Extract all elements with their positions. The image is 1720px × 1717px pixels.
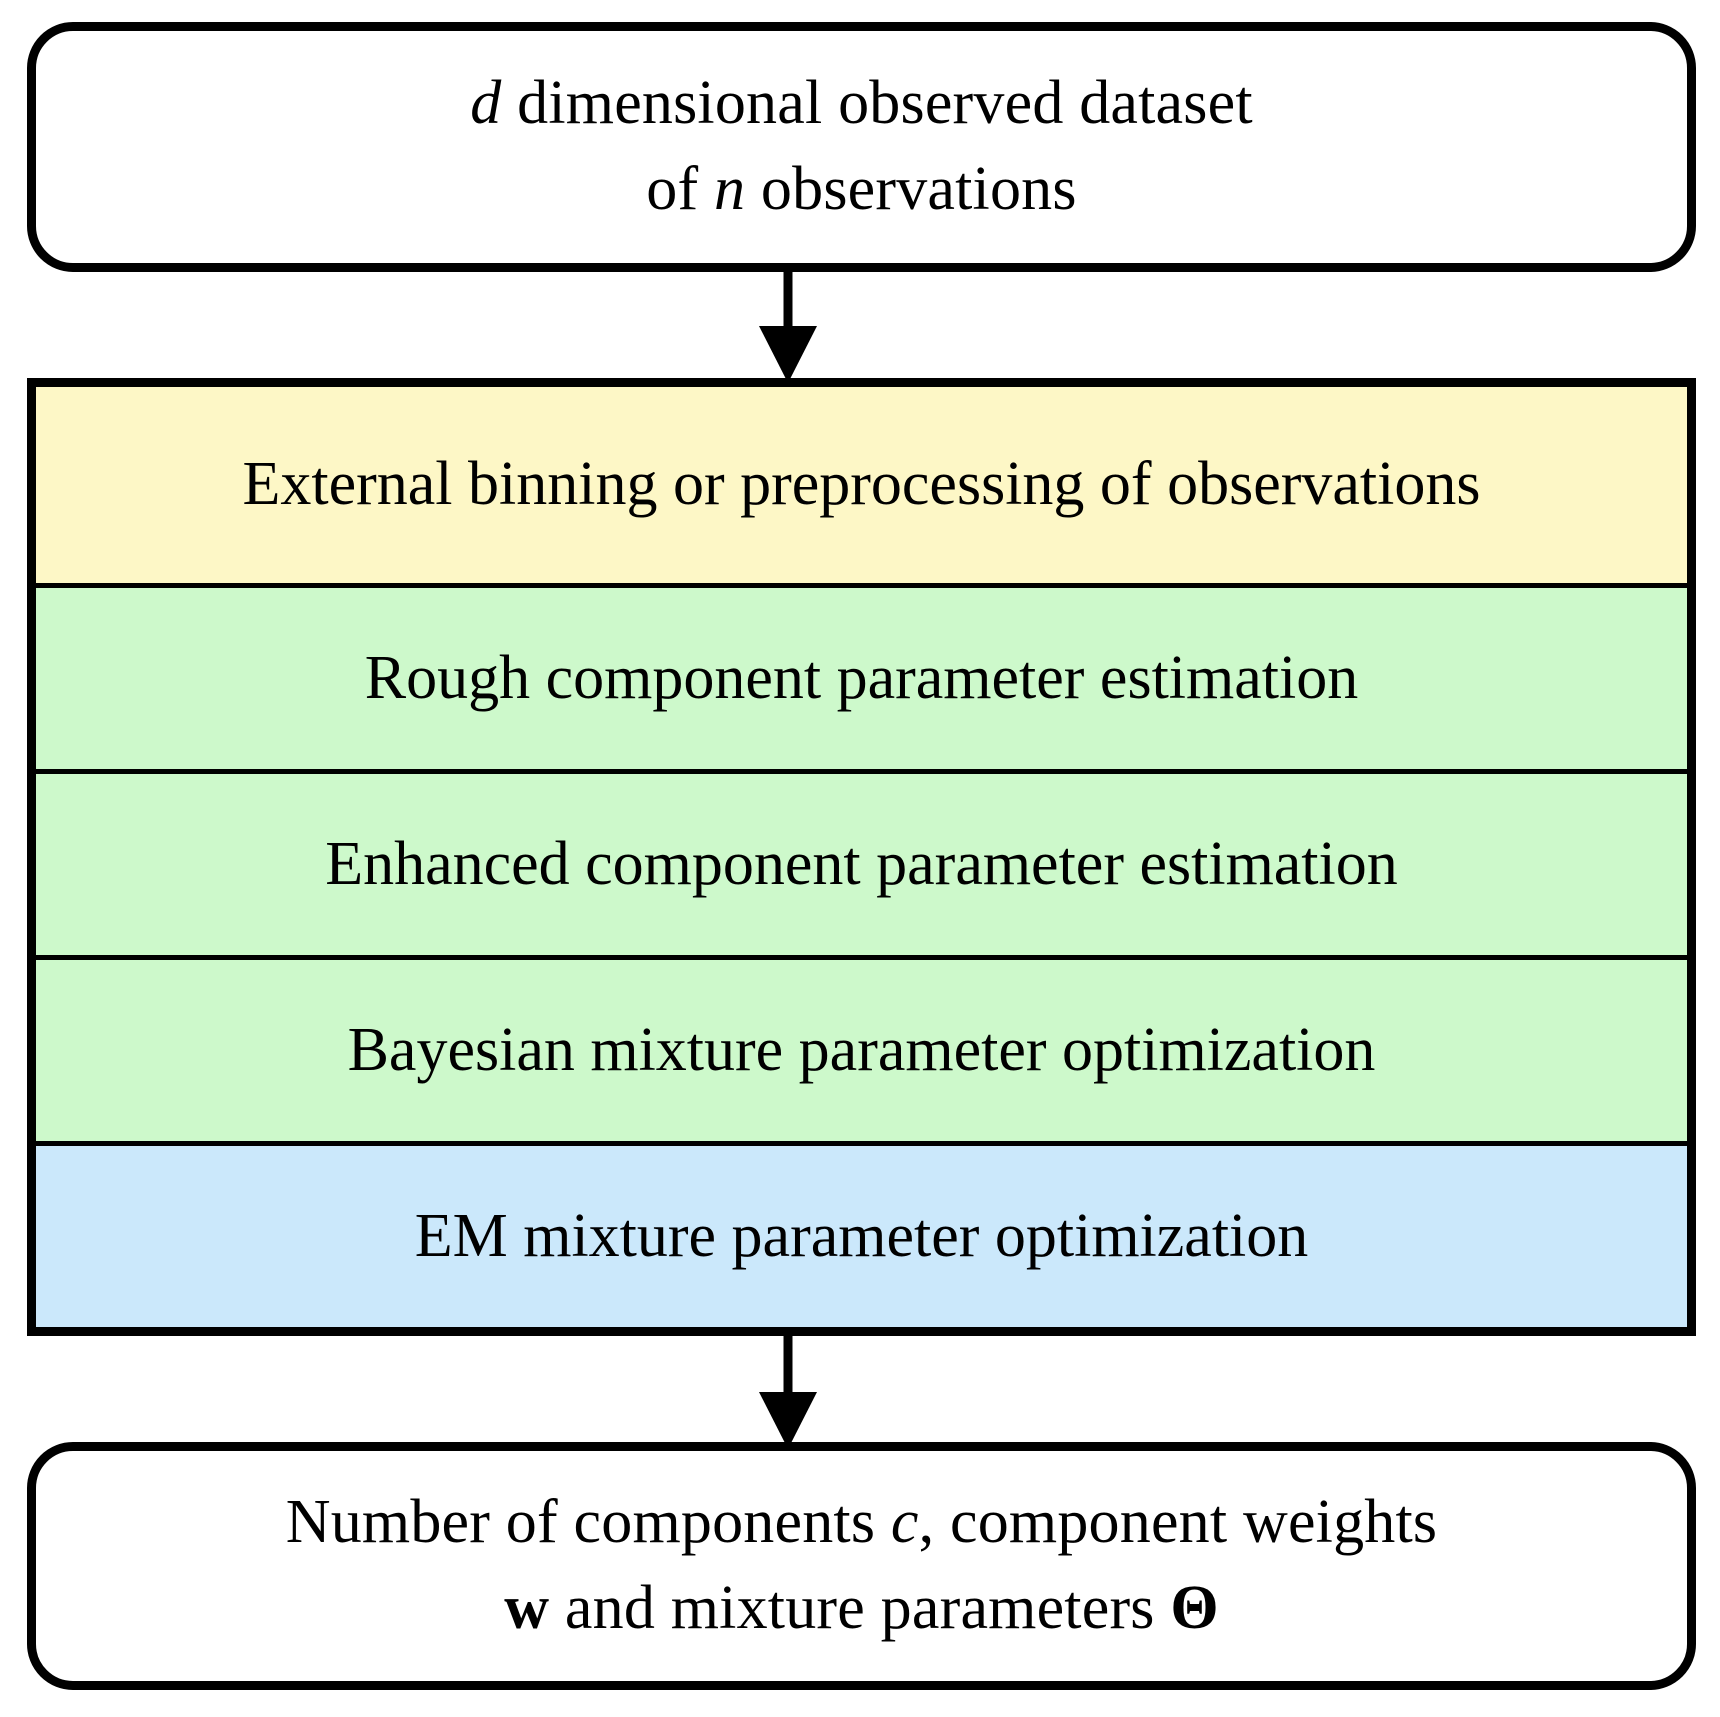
process-row-bayesian-label: Bayesian mixture parameter optimization [347, 1015, 1376, 1084]
process-row-em[interactable]: EM mixture parameter optimization [36, 1141, 1687, 1327]
input-var-d: d [470, 69, 502, 138]
output-var-c: c [890, 1488, 919, 1557]
input-line1-post: dimensional observed dataset [501, 69, 1253, 138]
output-vec-w: w [504, 1574, 550, 1642]
output-line2-mid: and mixture parameters [549, 1574, 1171, 1642]
input-terminator-box: d dimensional observed dataset of n obse… [27, 22, 1696, 272]
process-row-enhanced-label: Enhanced component parameter estimation [325, 829, 1398, 898]
output-terminator-text: Number of components c, component weight… [258, 1480, 1466, 1651]
arrow-input-to-process [759, 264, 817, 383]
process-row-enhanced[interactable]: Enhanced component parameter estimation [36, 769, 1687, 955]
output-line1-pre: Number of components [285, 1488, 891, 1557]
process-row-binning-label: External binning or preprocessing of obs… [242, 450, 1481, 519]
process-row-rough[interactable]: Rough component parameter estimation [36, 583, 1687, 769]
output-sym-theta: Θ [1170, 1574, 1219, 1642]
process-row-binning[interactable]: External binning or preprocessing of obs… [36, 387, 1687, 583]
input-line2-pre: of [646, 155, 715, 223]
input-terminator-text: d dimensional observed dataset of n obse… [442, 61, 1281, 232]
process-row-bayesian[interactable]: Bayesian mixture parameter optimization [36, 955, 1687, 1141]
process-row-em-label: EM mixture parameter optimization [414, 1201, 1309, 1270]
input-line2-post: observations [745, 155, 1077, 223]
arrow-process-to-output [759, 1328, 817, 1449]
process-row-rough-label: Rough component parameter estimation [364, 643, 1359, 712]
process-stack: External binning or preprocessing of obs… [27, 378, 1696, 1336]
input-var-n: n [714, 155, 746, 223]
output-line1-post: , component weights [918, 1488, 1438, 1557]
output-terminator-box: Number of components c, component weight… [27, 1442, 1696, 1690]
